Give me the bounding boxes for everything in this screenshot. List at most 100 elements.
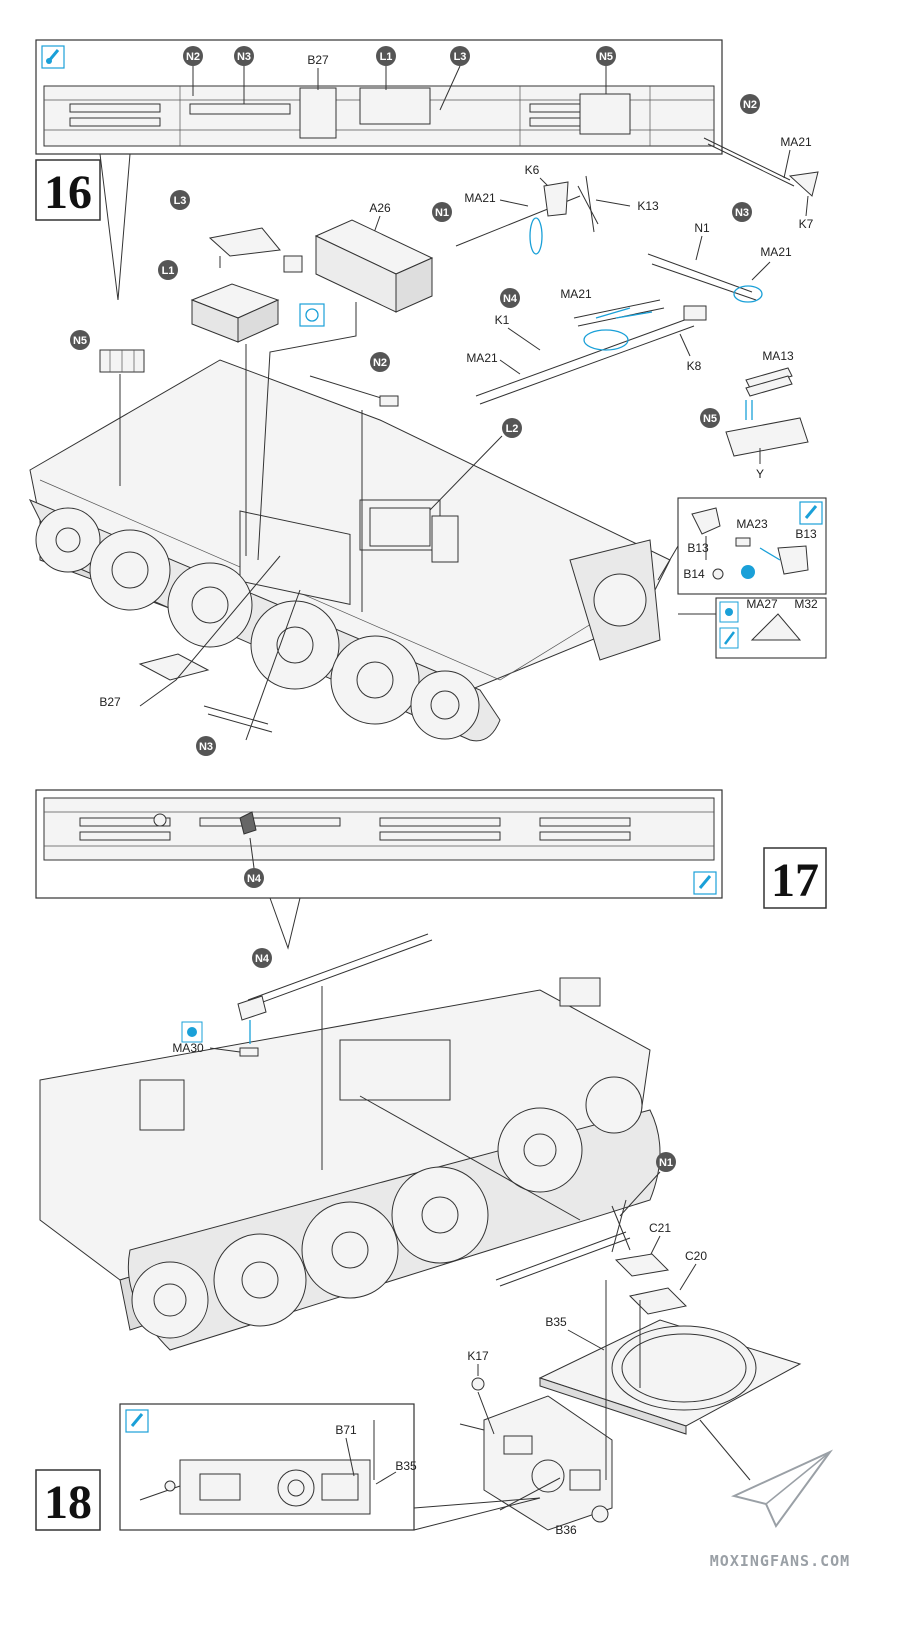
part-n5-tracks: N5 bbox=[70, 330, 145, 486]
svg-text:N4: N4 bbox=[255, 953, 270, 965]
callout-l3 bbox=[450, 46, 470, 66]
step-16-box bbox=[35, 159, 101, 221]
detail-b13-parts: B13 MA23 B13 B14 bbox=[683, 507, 817, 581]
watermark-text: MOXINGFANS.COM bbox=[710, 1552, 850, 1570]
svg-text:N3: N3 bbox=[199, 741, 213, 753]
svg-text:K13: K13 bbox=[637, 199, 659, 213]
svg-text:L2: L2 bbox=[506, 423, 519, 435]
svg-text:MA21: MA21 bbox=[760, 245, 792, 259]
svg-text:K1: K1 bbox=[495, 313, 510, 327]
step-17-box bbox=[763, 847, 827, 909]
step16-inset-labels: N2 N3 B27 L1 L3 N5 bbox=[183, 46, 616, 111]
part-b36: B36 bbox=[555, 1505, 609, 1537]
a26-arrow bbox=[257, 302, 357, 561]
glue-drop-icon bbox=[41, 45, 65, 69]
detail-ma27-parts: MA27 M32 bbox=[719, 597, 818, 649]
step16-hull-drawing bbox=[28, 359, 671, 742]
svg-text:N1: N1 bbox=[694, 221, 710, 235]
glue-drop-icon bbox=[125, 1409, 149, 1433]
step16-inset-deck bbox=[43, 85, 715, 147]
sub-n2: N2 MA21 K7 bbox=[703, 94, 819, 231]
part-n1-pickaxe: N1 bbox=[495, 1152, 676, 1287]
svg-text:B71: B71 bbox=[335, 1423, 357, 1437]
svg-text:B13: B13 bbox=[795, 527, 817, 541]
svg-text:N5: N5 bbox=[703, 413, 717, 425]
part-k17: K17 bbox=[467, 1349, 495, 1435]
step-16-number: 16 bbox=[44, 166, 92, 219]
svg-text:N1: N1 bbox=[659, 1157, 673, 1169]
part-l1-toolbox: L1 bbox=[158, 260, 280, 343]
svg-text:MA21: MA21 bbox=[780, 135, 812, 149]
svg-text:MA30: MA30 bbox=[172, 1041, 204, 1055]
step-18: N1 C21 C20 bbox=[35, 1152, 802, 1537]
sub-n5: MA13 N5 Y bbox=[700, 349, 809, 481]
paper-plane-logo-icon bbox=[730, 1449, 834, 1528]
part-l2: L2 bbox=[369, 418, 522, 563]
step18-plate-assembly bbox=[459, 1280, 802, 1531]
inset-label-n4: N4 bbox=[247, 873, 262, 885]
svg-text:A26: A26 bbox=[369, 201, 391, 215]
svg-text:N5: N5 bbox=[73, 335, 87, 347]
sub-n1: K6 MA21 N1 K13 bbox=[432, 163, 659, 255]
sub-n3: N3 N1 MA21 bbox=[647, 202, 792, 303]
svg-text:L3: L3 bbox=[174, 195, 187, 207]
glue-drop-icon bbox=[693, 871, 717, 895]
svg-text:MA21: MA21 bbox=[560, 287, 592, 301]
step-18-number: 18 bbox=[44, 1476, 92, 1529]
sub-n4: N4 MA21 K1 MA21 K8 bbox=[466, 287, 707, 405]
step18-inset-drawing: B71 B35 bbox=[139, 1420, 417, 1515]
svg-text:B36: B36 bbox=[555, 1523, 577, 1537]
step-18-box bbox=[35, 1469, 101, 1531]
callout-l1 bbox=[376, 46, 396, 66]
svg-text:N2: N2 bbox=[373, 357, 387, 369]
callout-n4 bbox=[244, 868, 264, 888]
svg-text:Y: Y bbox=[756, 467, 764, 481]
part-b27: B27 bbox=[99, 555, 281, 709]
part-b35: B35 bbox=[545, 1315, 605, 1351]
inset-label-l3: L3 bbox=[454, 51, 467, 63]
inset-label-n5: N5 bbox=[599, 51, 613, 63]
step17-inset-deck bbox=[43, 797, 715, 861]
inset-label-b27: B27 bbox=[307, 53, 329, 67]
svg-text:K17: K17 bbox=[467, 1349, 489, 1363]
inset-pointer bbox=[99, 153, 131, 301]
svg-text:B14: B14 bbox=[683, 567, 705, 581]
svg-text:MA13: MA13 bbox=[762, 349, 794, 363]
step-17: N4 17 N4 bbox=[35, 789, 827, 1351]
svg-text:K8: K8 bbox=[687, 359, 702, 373]
inset-pointer-18 bbox=[413, 1497, 541, 1531]
inset-pointer-17 bbox=[269, 897, 301, 950]
svg-text:K6: K6 bbox=[525, 163, 540, 177]
svg-text:MA23: MA23 bbox=[736, 517, 768, 531]
svg-text:N4: N4 bbox=[503, 293, 518, 305]
svg-text:M32: M32 bbox=[794, 597, 818, 611]
callout-n2 bbox=[183, 46, 203, 66]
svg-text:N2: N2 bbox=[743, 99, 757, 111]
part-n2-rod: N2 bbox=[309, 352, 399, 612]
part-l3-jack: L3 bbox=[170, 190, 303, 273]
inset-label-n2: N2 bbox=[186, 51, 200, 63]
both-sides-icon bbox=[299, 303, 325, 327]
svg-text:N1: N1 bbox=[435, 207, 449, 219]
step17-hull-drawing bbox=[39, 977, 661, 1351]
svg-text:C20: C20 bbox=[685, 1249, 707, 1263]
svg-text:L1: L1 bbox=[162, 265, 175, 277]
callout-n3 bbox=[234, 46, 254, 66]
callout-n5 bbox=[596, 46, 616, 66]
n1-arrow bbox=[359, 1095, 581, 1221]
step-16: N2 N3 B27 L1 L3 N5 16 bbox=[28, 39, 827, 756]
svg-text:B35: B35 bbox=[395, 1459, 417, 1473]
svg-text:C21: C21 bbox=[649, 1221, 671, 1235]
part-ma30: MA30 bbox=[172, 1020, 259, 1057]
step-17-number: 17 bbox=[771, 854, 819, 907]
svg-text:MA21: MA21 bbox=[466, 351, 498, 365]
part-a26-box: A26 bbox=[314, 201, 434, 313]
svg-text:MA21: MA21 bbox=[464, 191, 496, 205]
svg-text:B13: B13 bbox=[687, 541, 709, 555]
part-c21: C21 bbox=[614, 1221, 671, 1277]
part-n3-cutters: N3 bbox=[196, 589, 301, 756]
part-c20: C20 bbox=[628, 1249, 707, 1315]
svg-text:B35: B35 bbox=[545, 1315, 567, 1329]
svg-text:K7: K7 bbox=[799, 217, 814, 231]
